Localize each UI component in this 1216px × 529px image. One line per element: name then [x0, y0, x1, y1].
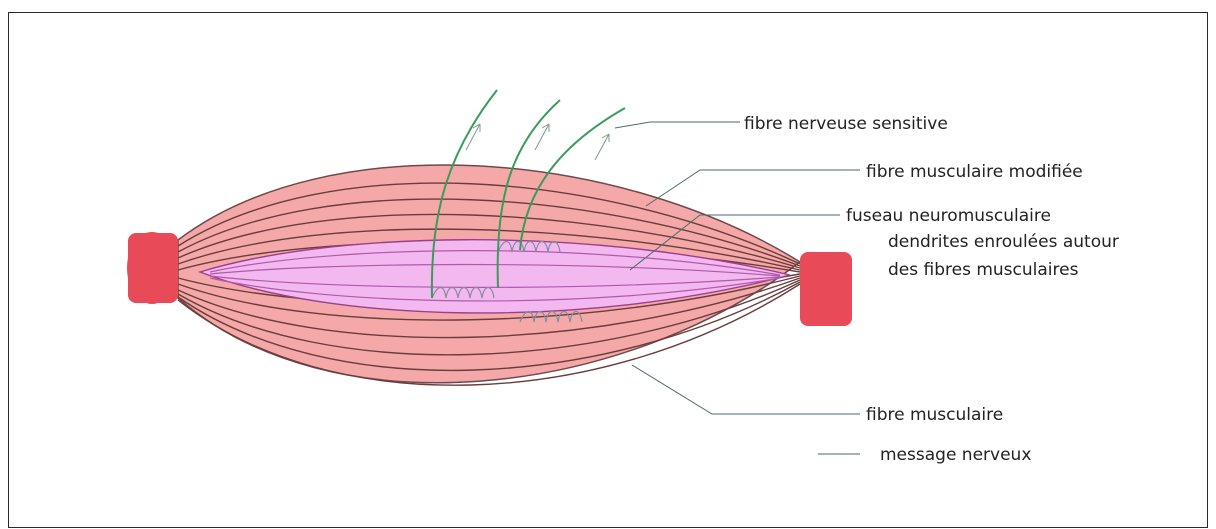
right-tendon-body	[800, 252, 852, 326]
label-muscle-fiber: fibre musculaire	[866, 405, 1003, 425]
label-nerve-message: message nerveux	[880, 445, 1031, 465]
nerve-message-arrows	[466, 124, 609, 160]
label-sensory-nerve-fiber: fibre nerveuse sensitive	[744, 114, 948, 134]
left-tendon-body	[128, 233, 178, 303]
label-neuromuscular-spindle: fuseau neuromusculaire	[846, 206, 1051, 226]
label-dendrites-line2: des fibres musculaires	[888, 260, 1079, 280]
label-modified-muscle-fiber: fibre musculaire modifiée	[866, 162, 1083, 182]
label-dendrites-line1: dendrites enroulées autour	[888, 232, 1119, 252]
